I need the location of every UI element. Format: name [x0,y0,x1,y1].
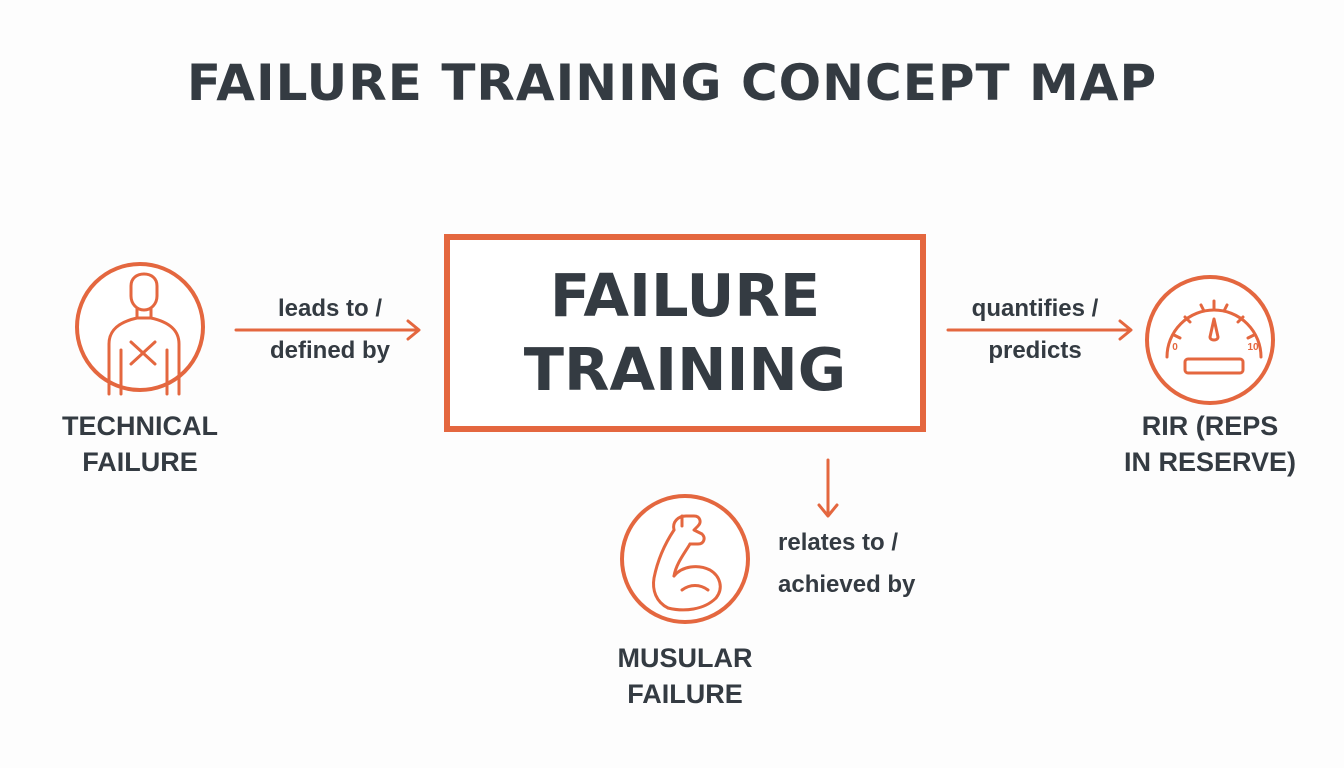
technical-failure-label: TECHNICAL FAILURE [62,411,218,477]
technical-failure-node [75,262,205,396]
center-concept-box: FAILURE TRAINING [444,234,926,432]
center-concept-label: FAILURE TRAINING [523,261,847,404]
muscular-failure-node [620,494,750,624]
rir-node: 0 10 [1145,275,1275,405]
edge-label-relates-to: relates to / achieved by [778,529,916,598]
edge-label-leads-to: leads to / defined by [269,295,390,364]
muscular-failure-label: MUSULAR FAILURE [617,643,753,709]
diagram-title: FAILURE TRAINING CONCEPT MAP [186,54,1158,112]
arrow-left-to-center [234,319,421,341]
gauge-min-label: 0 [1172,342,1178,353]
rir-label: RIR (REPS IN RESERVE) [1123,411,1297,477]
flexed-arm-icon [652,514,722,612]
person-x-icon [107,272,181,396]
gauge-icon: 0 10 [1165,299,1263,375]
arrow-center-to-bottom [817,458,839,518]
edge-label-quantifies: quantifies / predicts [971,295,1099,364]
arrow-center-to-right [946,319,1133,341]
gauge-max-label: 10 [1247,342,1259,353]
